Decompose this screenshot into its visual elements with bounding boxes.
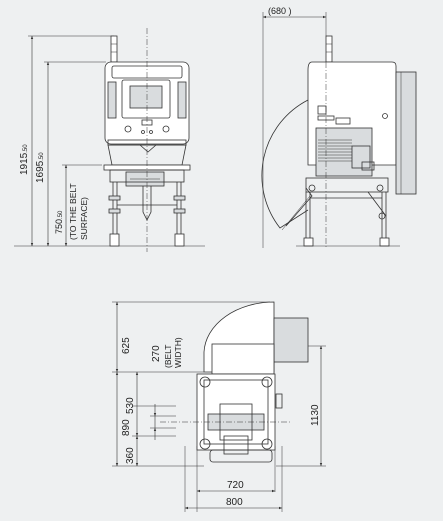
belt-note-line-2: SURFACE) xyxy=(79,197,89,240)
dim-label-1915: 1915.50 xyxy=(19,144,30,175)
display-screen xyxy=(129,85,163,109)
dim-label-1130: 1130 xyxy=(310,404,321,426)
dim-label-360: 360 xyxy=(125,447,136,464)
brace xyxy=(367,191,387,217)
left-side-panel xyxy=(107,81,117,119)
roller-icon xyxy=(308,184,316,192)
knob-icon xyxy=(162,125,170,133)
dim-label-1695: 1695.50 xyxy=(35,152,46,183)
signal-tower-icon xyxy=(110,35,118,63)
dim-label-750: 750.50 xyxy=(54,210,64,234)
cabinet-top xyxy=(211,343,275,375)
reject-bin xyxy=(223,435,249,455)
detector-fins xyxy=(318,139,352,162)
top-view: 625 890 530 360 270 (BELT WIDTH) 1130 72… xyxy=(112,301,326,512)
roller-icon xyxy=(378,212,386,220)
caster-icon xyxy=(199,376,211,388)
belt-width-note-2: WIDTH) xyxy=(173,337,183,368)
dim-label-890: 890 xyxy=(121,419,132,436)
caster-icon xyxy=(199,438,211,450)
belt-note-line-1: (TO THE BELT xyxy=(68,183,78,240)
roller-icon xyxy=(376,184,384,192)
dim-label-800: 800 xyxy=(226,497,243,508)
foot-icon xyxy=(109,233,120,247)
swing-hood-arc xyxy=(261,99,309,229)
button-icon xyxy=(141,130,145,134)
knob-icon xyxy=(124,125,132,133)
front-view: 1915.50 1695.50 750.50 (TO THE BELT SURF… xyxy=(14,28,205,252)
frame-plan xyxy=(196,373,276,451)
foot-icon xyxy=(303,237,314,247)
belt-width-value: 270 xyxy=(151,345,162,362)
foot-icon xyxy=(174,233,185,247)
discharge-chute xyxy=(142,186,152,221)
right-side-panel xyxy=(177,81,187,119)
dim-label-625: 625 xyxy=(121,337,132,354)
dim-label-530: 530 xyxy=(125,397,136,414)
caster-icon xyxy=(261,438,273,450)
belt-width-note-1: (BELT xyxy=(163,345,173,368)
foot-icon xyxy=(379,237,390,247)
button-icon xyxy=(149,130,153,134)
signal-tower-icon xyxy=(325,35,333,63)
handle-bar xyxy=(209,449,273,463)
side-box xyxy=(273,317,309,363)
dim-label-680: (680 ) xyxy=(268,6,292,16)
caster-icon xyxy=(261,376,273,388)
door-panel xyxy=(395,71,417,195)
side-frame xyxy=(305,177,389,193)
side-view: (680 ) xyxy=(261,6,417,248)
dim-label-720: 720 xyxy=(227,480,244,491)
indicator-icon xyxy=(382,113,388,119)
